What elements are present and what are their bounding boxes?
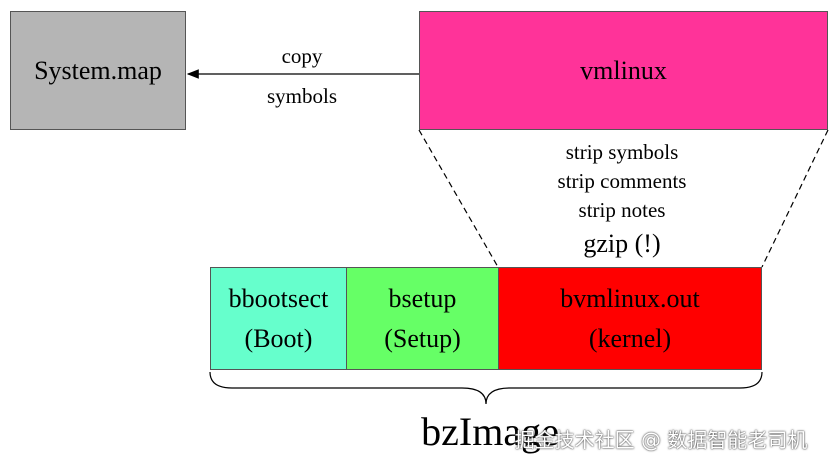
projection-line-left — [418, 129, 499, 268]
gzip-step: gzip (!) — [583, 229, 661, 258]
projection-line-right — [761, 129, 829, 268]
segment-bbootsect: bbootsect (Boot) — [210, 267, 347, 370]
vmlinux-box: vmlinux — [419, 11, 828, 130]
watermark: 掘金技术社区 @ 数据智能老司机 — [514, 428, 808, 452]
copy-label: copy — [281, 44, 323, 68]
segment-name: bbootsect — [228, 283, 329, 313]
segment-name: bsetup — [388, 283, 457, 313]
segment-role: (Boot) — [244, 323, 313, 353]
strip-step: strip notes — [578, 198, 666, 222]
segment-role: (kernel) — [588, 323, 672, 353]
vmlinux-label: vmlinux — [580, 55, 667, 85]
symbols-label: symbols — [266, 84, 337, 108]
segment-bsetup: bsetup (Setup) — [346, 267, 499, 370]
segment-role: (Setup) — [384, 323, 461, 353]
strip-step: strip comments — [557, 169, 687, 193]
strip-step: strip symbols — [565, 140, 679, 164]
bzimage-label: bzImage — [421, 409, 559, 454]
system-map-box: System.map — [10, 11, 186, 130]
segment-name: bvmlinux.out — [560, 283, 700, 313]
system-map-label: System.map — [34, 55, 162, 85]
segment-bvmlinux: bvmlinux.out (kernel) — [498, 267, 762, 370]
bzimage-brace — [209, 371, 763, 405]
